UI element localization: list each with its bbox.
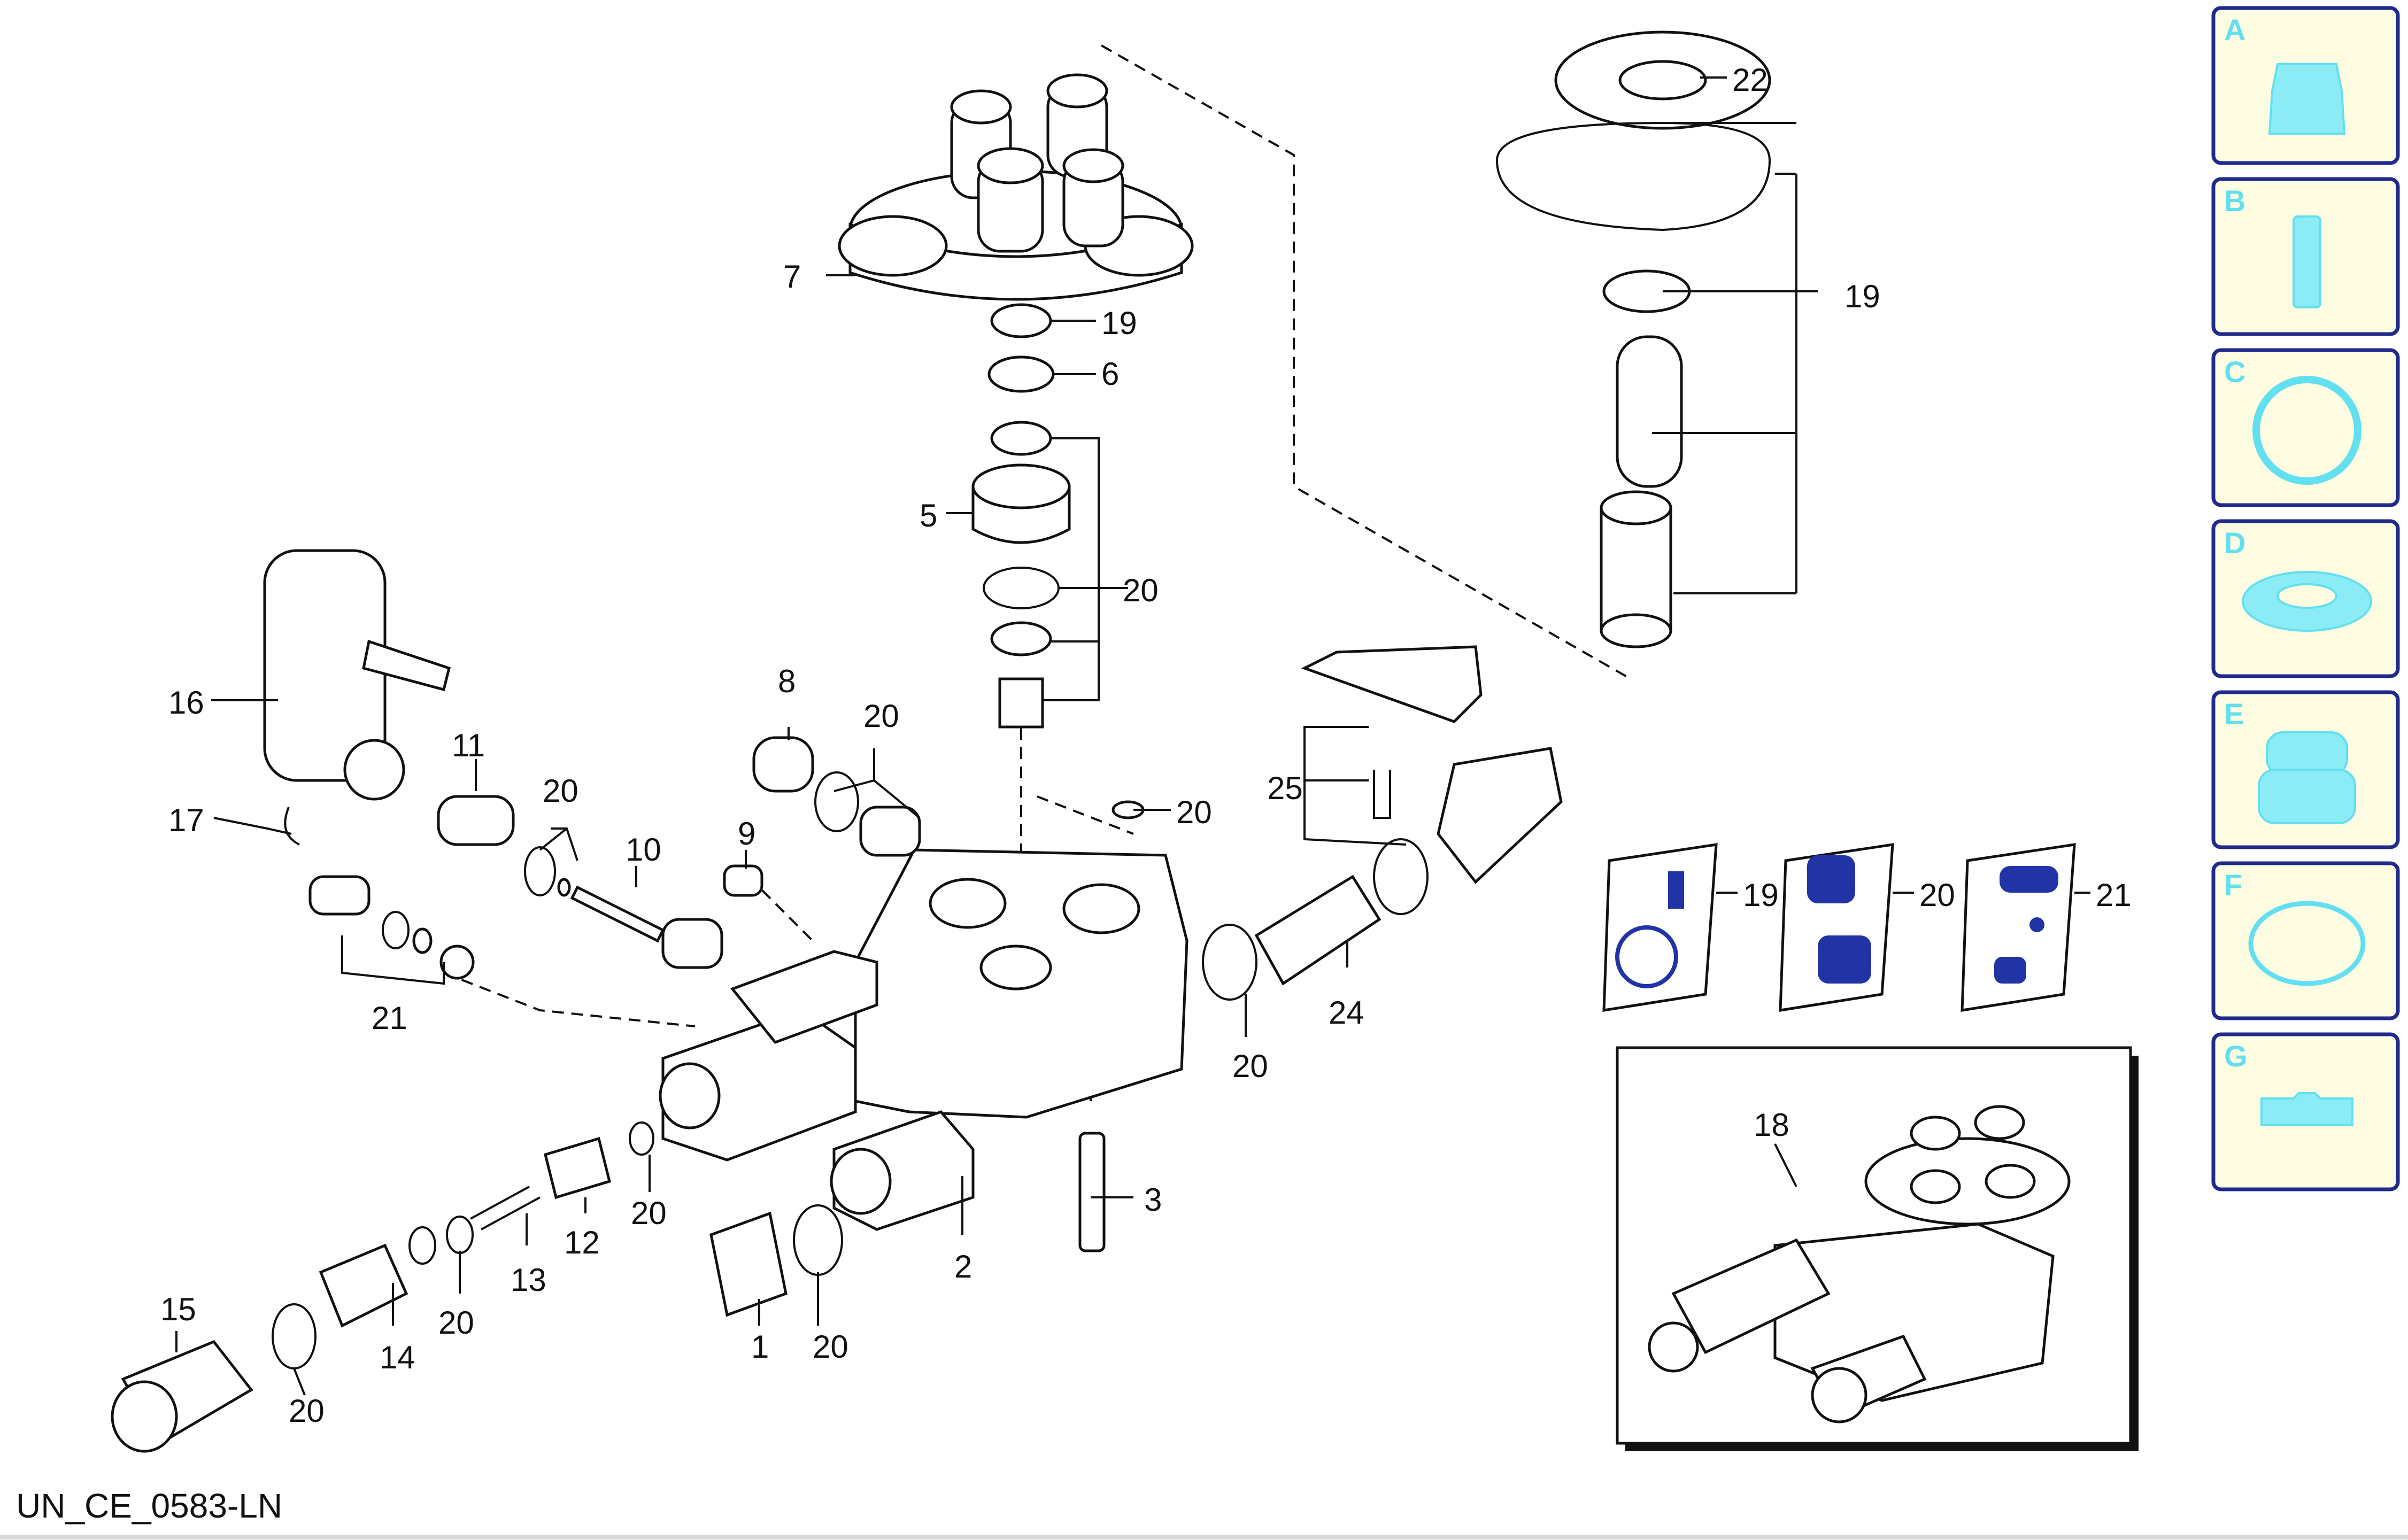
leader-lines bbox=[175, 122, 2090, 1396]
kit-bag-21[interactable] bbox=[1961, 843, 2076, 1012]
valve-head-part-7 bbox=[838, 73, 1194, 301]
callout-7: 7 bbox=[783, 259, 801, 295]
callout-10: 10 bbox=[626, 832, 661, 868]
callout-16: 16 bbox=[168, 685, 204, 721]
pressure-switch-and-fittings bbox=[263, 549, 571, 985]
unloader-parts-chain bbox=[111, 885, 723, 1453]
category-letter-e: E bbox=[2224, 697, 2244, 731]
callout-21-kit: 21 bbox=[2096, 877, 2132, 913]
category-tile-g[interactable]: G bbox=[2211, 1032, 2400, 1191]
callout-13: 13 bbox=[511, 1262, 546, 1298]
callout-17: 17 bbox=[168, 802, 204, 838]
callout-25: 25 bbox=[1267, 770, 1303, 806]
callout-8: 8 bbox=[778, 663, 796, 699]
kit-bag-20[interactable] bbox=[1779, 843, 1894, 1012]
callout-9: 9 bbox=[738, 816, 755, 852]
kit-bag-19[interactable] bbox=[1602, 843, 1718, 1012]
category-tile-b[interactable]: B bbox=[2211, 177, 2400, 336]
category-tile-c[interactable]: C bbox=[2211, 348, 2400, 507]
callout-20-left: 20 bbox=[543, 773, 578, 809]
callout-20-stack: 20 bbox=[1123, 572, 1159, 608]
category-tile-e[interactable]: E bbox=[2211, 690, 2400, 849]
callout-18: 18 bbox=[1754, 1107, 1789, 1143]
category-letter-a: A bbox=[2224, 13, 2245, 47]
callout-20-bottom-right: 20 bbox=[1232, 1048, 1268, 1084]
callout-21-left: 21 bbox=[372, 1000, 407, 1036]
valve-cap-icon bbox=[2268, 63, 2346, 135]
category-sidebar: A B C D bbox=[2211, 6, 2400, 1191]
category-letter-c: C bbox=[2224, 355, 2245, 389]
callout-22: 22 bbox=[1732, 62, 1768, 98]
gasket-icon bbox=[2260, 1092, 2353, 1126]
callout-15: 15 bbox=[160, 1291, 196, 1327]
callout-19-kit: 19 bbox=[1743, 877, 1779, 913]
plunger-spring-assembly bbox=[1495, 30, 1818, 648]
category-letter-f: F bbox=[2224, 868, 2242, 902]
seal-ring-icon bbox=[2242, 571, 2372, 632]
callout-20-kit: 20 bbox=[1919, 877, 1955, 913]
spring-icon bbox=[2258, 731, 2356, 824]
footer-divider bbox=[0, 1535, 2408, 1539]
circlip-icon bbox=[2252, 376, 2361, 485]
callout-labels: 7 19 6 5 20 22 19 8 20 9 20 20 10 11 16 … bbox=[160, 62, 2132, 1429]
callout-5: 5 bbox=[920, 498, 937, 533]
callout-20-right: 20 bbox=[1176, 794, 1212, 830]
category-tile-f[interactable]: F bbox=[2211, 861, 2400, 1020]
piston-icon bbox=[2293, 215, 2321, 308]
callout-20-ring: 20 bbox=[631, 1195, 667, 1231]
callout-20-plug: 20 bbox=[813, 1329, 848, 1365]
callout-24: 24 bbox=[1329, 995, 1364, 1031]
callout-14: 14 bbox=[380, 1340, 415, 1375]
category-tile-d[interactable]: D bbox=[2211, 519, 2400, 678]
kit-bags bbox=[1602, 843, 2076, 1012]
category-letter-g: G bbox=[2224, 1039, 2248, 1073]
category-letter-d: D bbox=[2224, 526, 2245, 560]
callout-20-lower: 20 bbox=[289, 1393, 325, 1429]
seal-stack-parts bbox=[971, 303, 1071, 729]
callout-11: 11 bbox=[452, 728, 485, 763]
category-letter-b: B bbox=[2224, 184, 2245, 218]
callout-19-spring: 19 bbox=[1844, 278, 1880, 314]
callout-6: 6 bbox=[1101, 356, 1119, 392]
drawing-id-caption: UN_CE_0583-LN bbox=[16, 1487, 283, 1525]
callout-1: 1 bbox=[751, 1329, 769, 1365]
assembly-inset-box bbox=[1616, 1046, 2139, 1451]
o-ring-icon bbox=[2248, 901, 2366, 986]
callout-2: 2 bbox=[954, 1249, 972, 1284]
misc-fasteners-and-plugs bbox=[709, 645, 1563, 1317]
category-tile-a[interactable]: A bbox=[2211, 6, 2400, 165]
callout-20-mid: 20 bbox=[863, 698, 899, 734]
callout-20-chain: 20 bbox=[438, 1305, 474, 1341]
callout-19-top: 19 bbox=[1101, 305, 1137, 341]
callout-3: 3 bbox=[1144, 1182, 1162, 1218]
pump-manifold-body bbox=[659, 848, 1188, 1231]
callout-12: 12 bbox=[564, 1225, 600, 1260]
